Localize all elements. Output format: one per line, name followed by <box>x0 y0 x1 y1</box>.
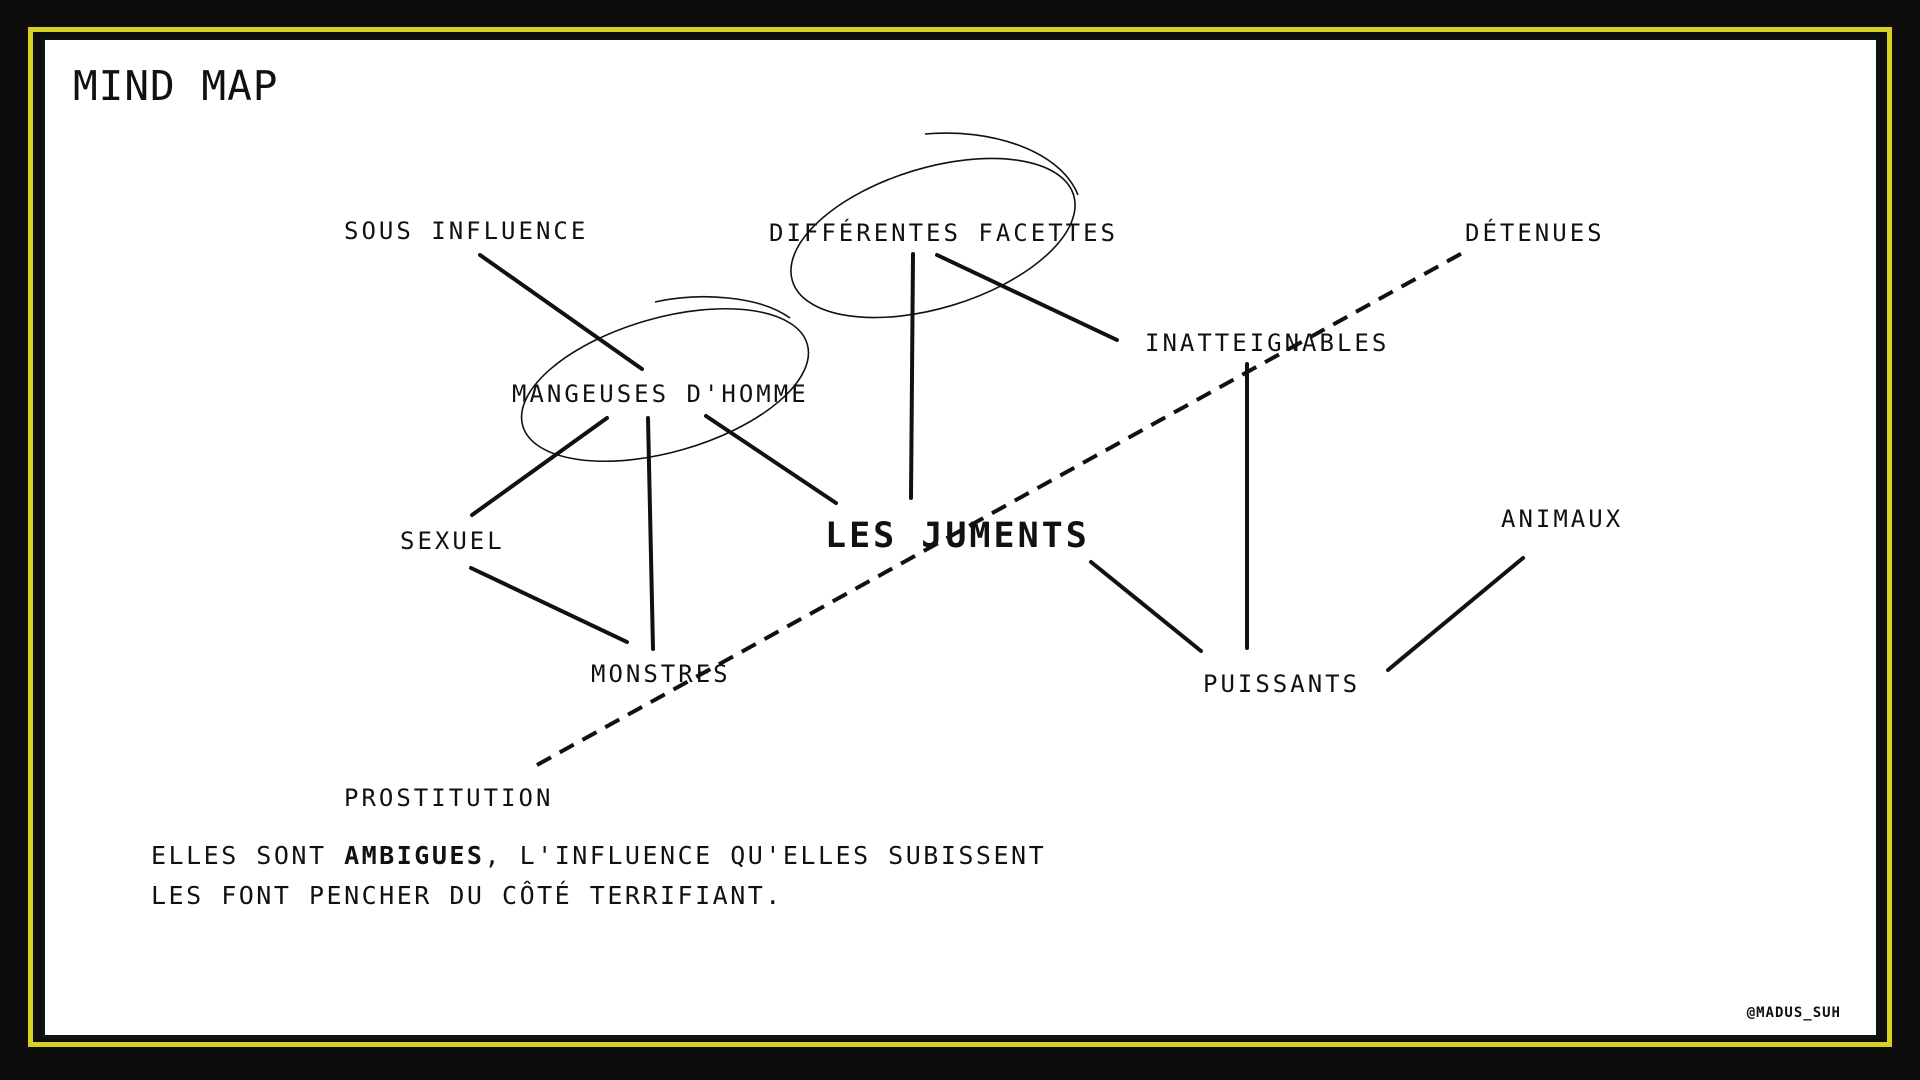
link-juments-puissants <box>1089 560 1203 653</box>
circle-differentes-facettes <box>790 157 1076 319</box>
caption-line-2: LES FONT PENCHER DU CÔTÉ TERRIFIANT. <box>151 881 783 910</box>
circle-mangeuses-overstroke <box>654 296 791 319</box>
link-sous-influence-mangeuses <box>478 253 644 371</box>
sketch-circles <box>520 132 1079 463</box>
node-sexuel: SEXUEL <box>400 527 505 555</box>
node-differentes-facettes: DIFFÉRENTES FACETTES <box>769 219 1118 247</box>
node-sous-influence: SOUS INFLUENCE <box>344 217 589 245</box>
link-mangeuses-juments <box>704 414 838 505</box>
caption-line-1-end: , L'INFLUENCE QU'ELLES SUBISSENT <box>484 841 1047 870</box>
node-prostitution: PROSTITUTION <box>344 784 554 812</box>
slide-card <box>41 36 1880 1039</box>
circle-mangeuses <box>520 307 810 463</box>
link-puissants-animaux <box>1386 556 1525 672</box>
caption-line-1-start: ELLES SONT <box>151 841 345 870</box>
link-facettes-inatteignables <box>935 253 1119 342</box>
node-inatteignables: INATTEIGNABLES <box>1145 329 1390 357</box>
node-puissants: PUISSANTS <box>1203 670 1361 698</box>
link-mangeuses-monstres <box>646 416 655 651</box>
caption-emphasis: AMBIGUES <box>344 841 485 870</box>
node-monstres: MONSTRES <box>591 660 731 688</box>
node-detenues: DÉTENUES <box>1465 219 1605 247</box>
circle-differentes-facettes-overstroke <box>924 132 1079 196</box>
author-credit: @MADUS_SUH <box>1746 1005 1841 1021</box>
dashed-dividing-line <box>536 249 1467 767</box>
link-facettes-juments <box>909 252 915 500</box>
center-node-les-juments: LES JUMENTS <box>825 516 1090 556</box>
node-mangeuses-d-homme: MANGEUSES D'HOMME <box>512 380 809 408</box>
link-sexuel-monstres <box>469 566 629 644</box>
page-title: MIND MAP <box>73 62 279 110</box>
link-mangeuses-sexuel <box>470 416 609 517</box>
caption-text: ELLES SONT AMBIGUES, L'INFLUENCE QU'ELLE… <box>151 836 1046 916</box>
caption-line-1: ELLES SONT AMBIGUES, L'INFLUENCE QU'ELLE… <box>151 836 1046 876</box>
node-animaux: ANIMAUX <box>1501 505 1624 533</box>
